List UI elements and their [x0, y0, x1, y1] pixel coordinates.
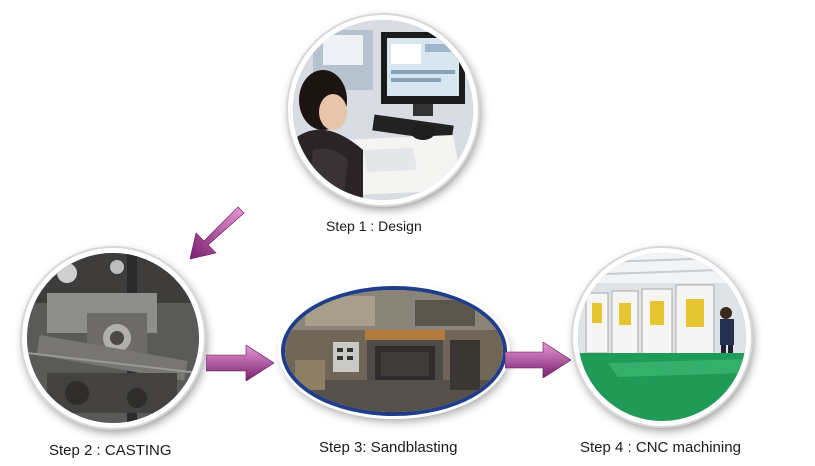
cnc-photo-illustration	[578, 253, 746, 421]
step-3-label: Step 3: Sandblasting	[319, 439, 458, 456]
arrow-icon	[505, 342, 571, 378]
step-4-cnc-photo	[573, 248, 751, 426]
arrow-icon-step3-to-step4	[505, 342, 571, 378]
step-4-label: Step 4 : CNC machining	[580, 439, 741, 456]
step-1-label: Step 1 : Design	[326, 218, 422, 234]
arrow-icon	[206, 345, 274, 381]
step-2-label: Step 2 : CASTING	[49, 442, 172, 459]
design-photo-illustration	[293, 20, 473, 200]
step-3-sandblasting-photo	[281, 286, 507, 416]
step-2-casting-photo	[22, 248, 204, 428]
arrow-icon-step1-to-step2	[186, 205, 246, 263]
step-1-design-photo	[288, 15, 478, 205]
sandblasting-photo-illustration	[285, 290, 503, 412]
casting-photo-illustration	[27, 253, 199, 423]
arrow-icon-step2-to-step3	[206, 345, 274, 381]
arrow-icon	[189, 206, 245, 260]
